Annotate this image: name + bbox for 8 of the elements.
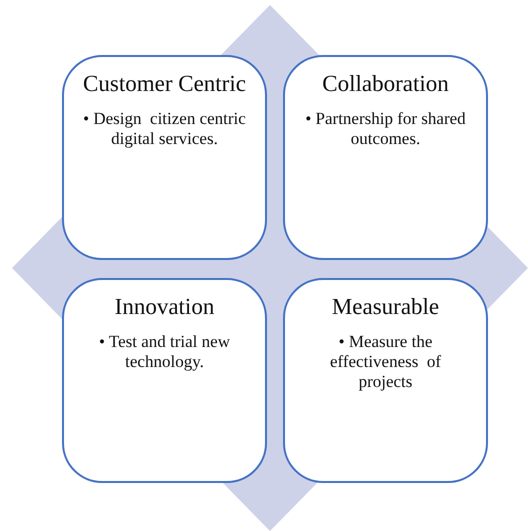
bullet-text: • Measure the effectiveness of projects — [328, 332, 442, 392]
bullet-text: • Partnership for shared outcomes. — [304, 109, 467, 149]
bullet-text: • Test and trial new technology. — [98, 332, 231, 372]
card-heading: Collaboration — [321, 71, 450, 97]
card-heading: Innovation — [114, 294, 216, 320]
card-heading: Measurable — [330, 294, 440, 320]
bullet-text: • Design citizen centric digital services. — [82, 109, 247, 149]
card-heading: Customer Centric — [82, 71, 247, 97]
